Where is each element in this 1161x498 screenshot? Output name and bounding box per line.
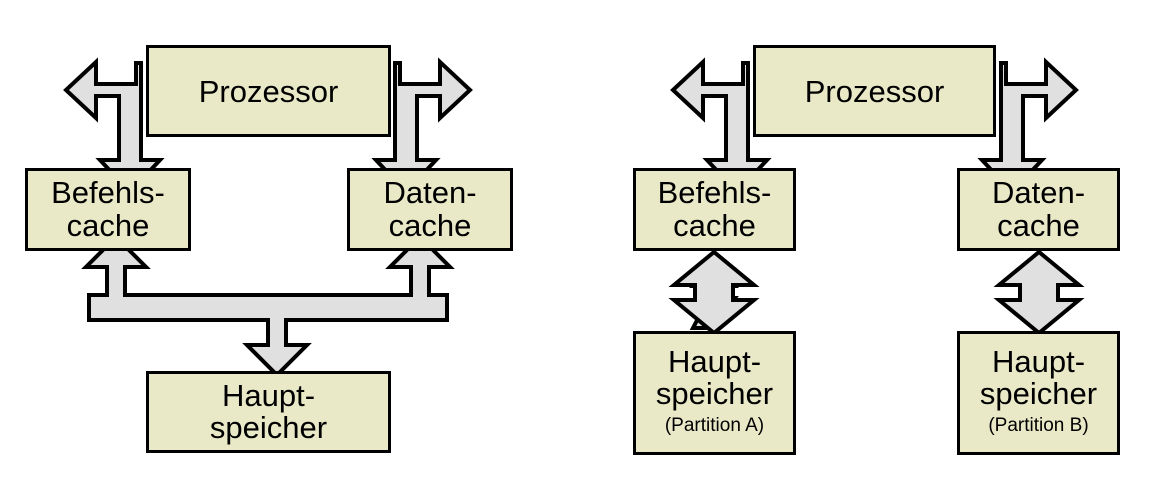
node-instruction-cache-left-label-1: Befehls- [51,175,165,211]
node-main-memory-partition-a-label-1: Haupt- [667,343,762,379]
node-processor-left[interactable]: Prozessor [146,45,391,137]
connector-bus-caches-mainmemory-left [81,234,455,378]
node-data-cache-left[interactable]: Daten- cache [347,168,513,251]
connector-processor-data-cache-right [977,57,1079,195]
node-processor-right[interactable]: Prozessor [753,45,996,137]
node-instruction-cache-left[interactable]: Befehls- cache [25,168,191,251]
connector-processor-instruction-cache-left [63,57,165,195]
node-instruction-cache-left-label-2: cache [66,207,150,243]
node-data-cache-right-label-1: Daten- [991,175,1086,211]
node-main-memory-partition-b[interactable]: Haupt- speicher (Partition B) [957,331,1120,455]
node-processor-left-label: Prozessor [198,73,339,109]
node-instruction-cache-right-label-2: cache [673,207,756,243]
node-data-cache-left-label-2: cache [388,207,472,243]
node-main-memory-left-label-2: speicher [209,410,328,445]
connector-processor-instruction-cache-right [670,57,772,195]
connector-processor-data-cache-left [371,57,473,195]
node-data-cache-left-label-1: Daten- [383,175,477,211]
node-main-memory-partition-b-label-2: speicher [979,375,1098,411]
node-main-memory-partition-b-label-1: Haupt- [991,343,1086,379]
node-main-memory-partition-b-sublabel: (Partition B) [988,414,1089,436]
node-data-cache-right-label-2: cache [997,207,1080,243]
node-main-memory-partition-a-sublabel: (Partition A) [664,414,765,436]
node-data-cache-right[interactable]: Daten- cache [957,168,1120,251]
node-processor-right-label: Prozessor [804,73,945,109]
node-main-memory-partition-a-label-2: speicher [655,375,774,411]
node-main-memory-partition-a[interactable]: Haupt- speicher (Partition A) [633,331,796,455]
node-instruction-cache-right[interactable]: Befehls- cache [633,168,796,251]
connector-data-cache-memory-b-shaft [993,249,1085,336]
node-instruction-cache-right-label-1: Befehls- [657,175,772,211]
node-main-memory-left-label-1: Haupt- [221,377,316,413]
node-main-memory-left[interactable]: Haupt- speicher [146,371,391,453]
connector-instruction-cache-memory-a-shaft [668,249,760,336]
